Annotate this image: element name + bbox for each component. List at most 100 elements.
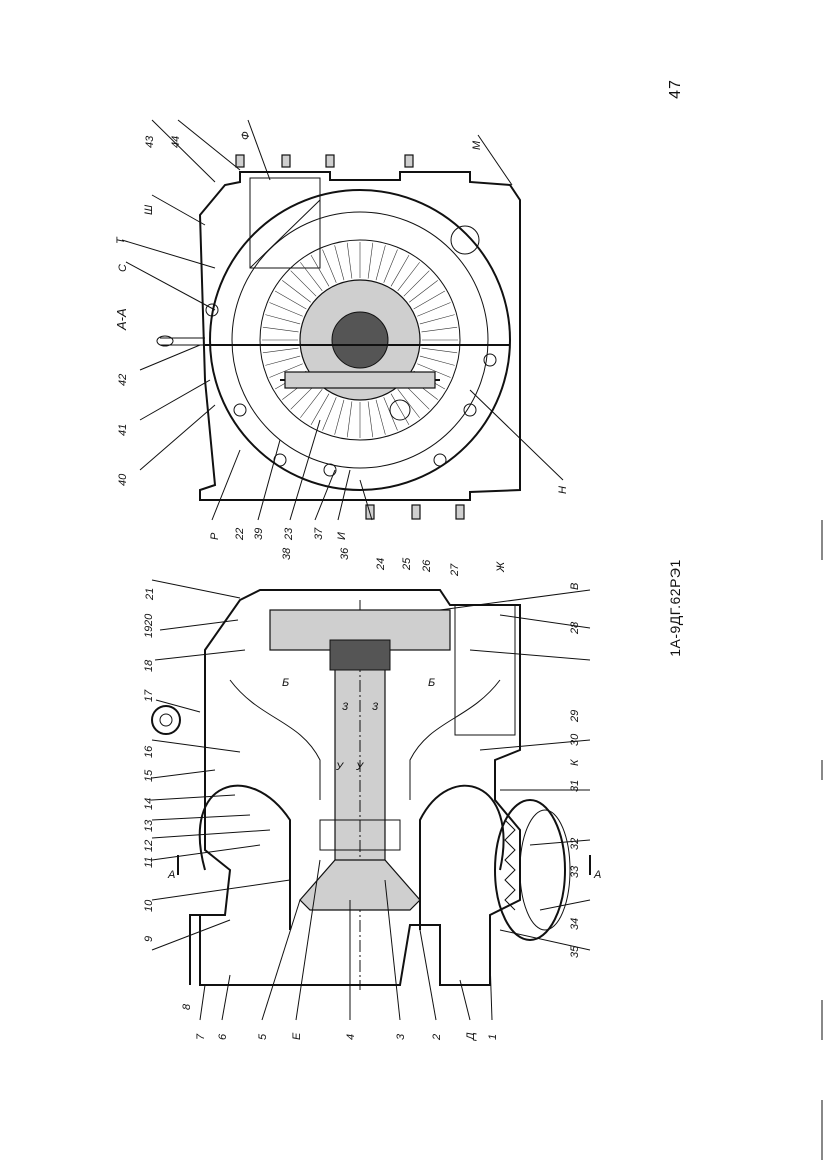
- label-25: 25: [401, 557, 413, 571]
- air-silencer: [494, 799, 571, 941]
- pipe-42: [160, 337, 205, 346]
- label-24: 24: [375, 558, 387, 571]
- volute-inner: [231, 211, 489, 469]
- longitudinal-section: А А Б Б 3 3 У У: [143, 557, 601, 1042]
- leaders-bottom-view: [151, 579, 591, 1021]
- label-f: Ф: [240, 131, 252, 140]
- silencer-spring: [504, 819, 516, 911]
- label-15: 15: [143, 769, 155, 782]
- exhaust-outlet: [454, 604, 516, 736]
- turbine-blade: [265, 355, 301, 366]
- turbine-blade: [334, 245, 345, 281]
- turbine-blade: [390, 393, 410, 426]
- label-5: 5: [257, 1033, 269, 1040]
- top-bolts: [235, 154, 414, 168]
- label-14: 14: [143, 798, 155, 810]
- label-8: 8: [181, 1003, 193, 1010]
- turbine-blade: [274, 290, 307, 310]
- label-29: 29: [569, 710, 581, 723]
- compressor-volute-right: [419, 784, 505, 930]
- label-e: Е: [291, 1032, 303, 1040]
- turbine-blade: [310, 254, 330, 287]
- turbine-blade: [375, 245, 386, 281]
- turbine-blade: [403, 270, 430, 297]
- label-13: 13: [143, 819, 155, 832]
- label-33: 33: [569, 865, 581, 878]
- turbine-hub: [329, 639, 391, 671]
- volute-outer: [209, 189, 511, 491]
- label-u-right: У: [355, 761, 364, 773]
- turbine-blade: [421, 347, 458, 354]
- inner-letters: Б Б 3 3 У У: [282, 677, 435, 773]
- label-36: 36: [339, 547, 351, 560]
- turbine-blade: [367, 242, 374, 279]
- section-title-a-a: А-А: [114, 308, 129, 331]
- turbine-blade: [417, 302, 451, 317]
- label-31: 31: [569, 780, 581, 792]
- label-26: 26: [421, 559, 433, 573]
- label-23-top: 23: [283, 527, 295, 541]
- label-b-left: Б: [282, 677, 289, 689]
- label-41: 41: [117, 424, 129, 436]
- label-v: В: [569, 583, 581, 590]
- label-r: Р: [209, 532, 221, 540]
- label-6: 6: [217, 1033, 229, 1040]
- label-32: 32: [569, 838, 581, 850]
- turbine-blade: [419, 355, 455, 366]
- label-d: Д: [465, 1032, 477, 1042]
- label-44: 44: [170, 136, 182, 148]
- casing-holes: [205, 225, 497, 477]
- label-17: 17: [143, 689, 155, 702]
- label-20: 20: [143, 613, 155, 627]
- label-21: 21: [144, 588, 156, 601]
- label-37: 37: [313, 527, 325, 540]
- label-34: 34: [569, 918, 581, 930]
- turbine-blade: [367, 401, 374, 438]
- label-11: 11: [143, 857, 155, 868]
- turbine-blade: [300, 389, 323, 418]
- turbine-blade: [262, 326, 299, 333]
- turbine-blade: [322, 397, 337, 431]
- label-t: Т: [115, 236, 127, 244]
- label-43: 43: [144, 135, 156, 148]
- label-27: 27: [449, 563, 461, 577]
- label-z-right: 3: [372, 701, 379, 713]
- label-zh: Ж: [495, 561, 507, 573]
- label-u-left: У: [335, 761, 344, 773]
- label-35: 35: [569, 945, 581, 958]
- turbine-blades: [262, 242, 458, 438]
- label-7: 7: [195, 1033, 207, 1040]
- casing-outline: [198, 171, 521, 501]
- shaft-center: [331, 311, 389, 369]
- turbine-blade: [310, 393, 330, 426]
- label-2: 2: [431, 1034, 443, 1041]
- label-42: 42: [117, 374, 129, 386]
- label-12: 12: [143, 840, 155, 852]
- inner-passages: [229, 679, 501, 800]
- label-10: 10: [143, 899, 155, 912]
- turbine-blade: [322, 249, 337, 283]
- label-m: М: [471, 140, 483, 150]
- label-n: Н: [557, 486, 569, 494]
- label-40: 40: [117, 473, 129, 486]
- label-39: 39: [253, 528, 265, 540]
- inlet-duct: [249, 177, 321, 269]
- turbine-blade: [390, 254, 410, 287]
- turbine-blade: [265, 314, 301, 325]
- label-z-left: 3: [342, 701, 349, 713]
- turbine-blade: [269, 302, 303, 317]
- turbine-blade: [397, 389, 420, 418]
- label-28: 28: [569, 621, 581, 635]
- turbine-blade: [300, 262, 323, 291]
- label-k: К: [569, 759, 581, 766]
- bottom-view-labels-bottom: 7 6 5 Е 4 3 2 Д 1: [195, 1032, 499, 1042]
- section-view-a-a: 43 44 Ф Ш Т С А-А 42 41 40 М Р 39 22 23 …: [114, 119, 569, 560]
- section-marker-a: А А: [167, 855, 601, 881]
- turbine-blade: [282, 280, 311, 303]
- turbine-blade: [262, 347, 299, 354]
- turbocharger-casing: [199, 589, 521, 986]
- turbine-blade: [417, 363, 451, 378]
- label-1: 1: [487, 1034, 499, 1040]
